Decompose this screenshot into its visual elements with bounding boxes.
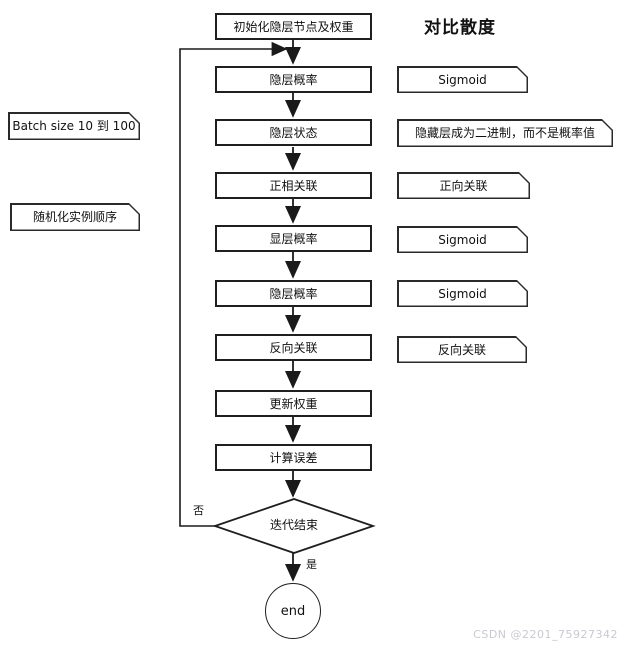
flow-step-label: 显层概率 <box>269 231 318 246</box>
flow-step-label: 反向关联 <box>269 340 318 355</box>
decision-diamond[interactable] <box>212 498 376 554</box>
arrow-loopback-no <box>179 41 288 527</box>
flow-start-label: 初始化隐层节点及权重 <box>233 19 354 34</box>
flow-step-update-weights[interactable]: 更新权重 <box>215 390 372 417</box>
annotation-batch-size: Batch size 10 到 100 <box>8 112 140 140</box>
flow-step-negative-assoc[interactable]: 反向关联 <box>215 334 372 361</box>
flow-step-visible-prob[interactable]: 显层概率 <box>215 225 372 252</box>
annotation-label: Sigmoid <box>438 72 487 87</box>
branch-yes-label: 是 <box>306 558 317 571</box>
end-label: end <box>280 603 306 619</box>
annotation-label: Sigmoid <box>438 286 487 301</box>
flow-step-label: 更新权重 <box>269 396 318 411</box>
flow-step-label: 计算误差 <box>269 450 318 465</box>
branch-no-label: 否 <box>193 504 204 517</box>
annotation-sigmoid-3: Sigmoid <box>397 280 528 307</box>
decision-label: 迭代结束 <box>269 518 318 532</box>
annotation-randomize-order: 随机化实例顺序 <box>10 203 140 231</box>
annotation-forward-assoc: 正向关联 <box>397 172 530 199</box>
flow-step-hidden-prob-2[interactable]: 隐层概率 <box>215 280 372 307</box>
annotation-binary-note: 隐藏层成为二进制，而不是概率值 <box>397 119 613 147</box>
flow-step-positive-assoc[interactable]: 正相关联 <box>215 172 372 199</box>
annotation-backward-assoc: 反向关联 <box>397 336 527 363</box>
annotation-label: 隐藏层成为二进制，而不是概率值 <box>414 126 595 140</box>
annotation-label: Batch size 10 到 100 <box>12 119 136 133</box>
annotation-label: 正向关联 <box>439 178 488 193</box>
flow-step-label: 隐层状态 <box>269 125 318 140</box>
annotation-sigmoid-1: Sigmoid <box>397 66 528 93</box>
end-terminator[interactable]: end <box>265 583 321 639</box>
annotation-sigmoid-2: Sigmoid <box>397 226 528 253</box>
flow-step-label: 隐层概率 <box>269 286 318 301</box>
annotation-label: 随机化实例顺序 <box>32 210 117 224</box>
annotation-label: Sigmoid <box>438 232 487 247</box>
flow-start-box[interactable]: 初始化隐层节点及权重 <box>215 13 372 40</box>
flow-step-compute-error[interactable]: 计算误差 <box>215 444 372 471</box>
annotation-label: 反向关联 <box>437 342 486 357</box>
flow-step-hidden-prob-1[interactable]: 隐层概率 <box>215 66 372 93</box>
csdn-watermark: CSDN @2201_75927342 <box>473 628 618 641</box>
flow-step-label: 隐层概率 <box>269 72 318 87</box>
page-title: 对比散度 <box>424 18 496 38</box>
flow-step-hidden-state[interactable]: 隐层状态 <box>215 119 372 146</box>
flow-step-label: 正相关联 <box>269 178 318 193</box>
